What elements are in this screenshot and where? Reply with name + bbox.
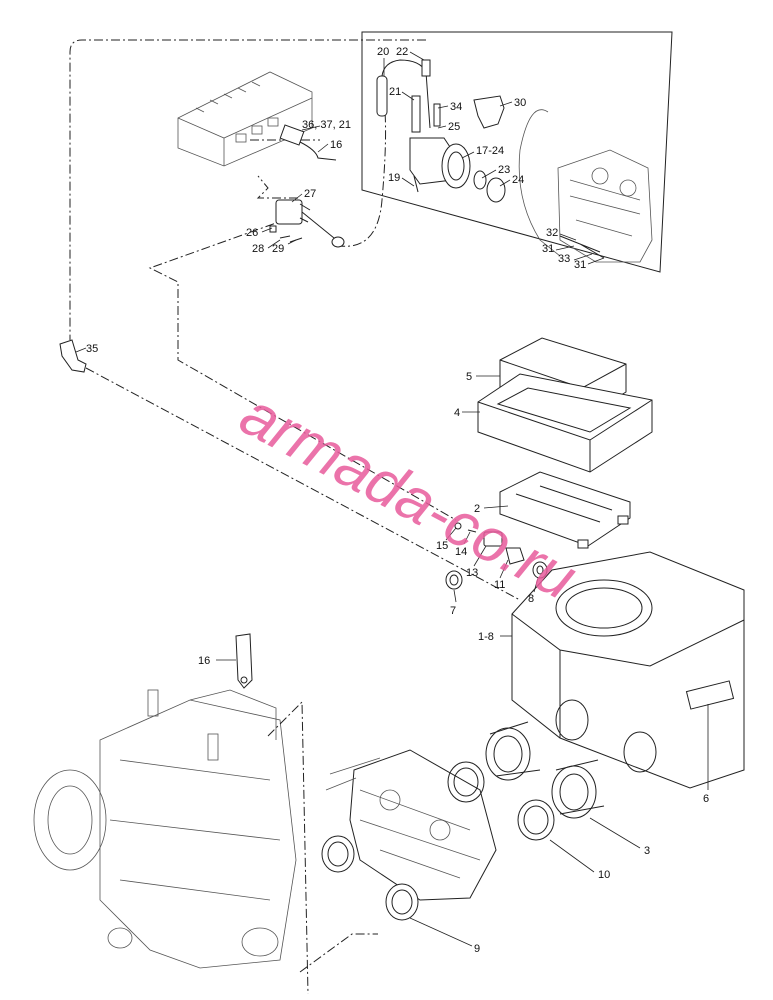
callout-14: 14	[455, 546, 467, 558]
callout-31-b: 31	[574, 259, 586, 271]
frame-4	[477, 373, 653, 473]
callout-29: 29	[272, 243, 284, 255]
ecm-module	[177, 71, 313, 167]
inset-box	[361, 31, 673, 273]
callout-13: 13	[466, 567, 478, 579]
sensor-assembly	[376, 59, 506, 203]
callout-7: 7	[450, 605, 456, 617]
callout-11: 11	[494, 579, 505, 591]
callout-20: 20	[377, 46, 389, 58]
callout-36-37-21: 36, 37, 21	[302, 119, 351, 131]
bracket-16	[235, 633, 253, 689]
callout-16-bottom: 16	[198, 655, 210, 667]
callout-35: 35	[86, 343, 98, 355]
callout-23: 23	[498, 164, 510, 176]
callout-25: 25	[448, 121, 460, 133]
callout-34: 34	[450, 101, 462, 113]
callout-24: 24	[512, 174, 524, 186]
callout-16-top: 16	[330, 139, 342, 151]
callout-labels: 20 22 21 34 30 25 36, 37, 21 16 17-24 23…	[86, 46, 709, 955]
callout-5: 5	[466, 371, 472, 383]
rubber-boots-3	[485, 721, 605, 819]
callout-1-8: 1-8	[478, 631, 494, 643]
clamps-9	[321, 835, 419, 921]
callout-9: 9	[474, 943, 480, 955]
callout-31: 31	[542, 243, 554, 255]
engine	[33, 689, 297, 969]
carburetors	[325, 749, 497, 901]
harness-connector	[279, 124, 337, 161]
callout-22: 22	[396, 46, 408, 58]
small-parts-7-15	[445, 522, 548, 590]
callout-10: 10	[598, 869, 610, 881]
inset-engine	[557, 149, 653, 263]
tee-fitting-35	[59, 339, 87, 373]
callout-3: 3	[644, 845, 650, 857]
callout-8: 8	[528, 593, 534, 605]
callout-19: 19	[388, 172, 400, 184]
callout-21: 21	[389, 86, 401, 98]
sensor-27	[275, 199, 345, 248]
callout-17-24: 17-24	[476, 145, 504, 157]
callout-6: 6	[703, 793, 709, 805]
callout-33: 33	[558, 253, 570, 265]
small-parts-26-29	[269, 225, 303, 243]
callout-28: 28	[252, 243, 264, 255]
callout-4: 4	[454, 407, 460, 419]
callout-26: 26	[246, 227, 258, 239]
engine-extent-lines	[267, 700, 378, 995]
callout-30: 30	[514, 97, 526, 109]
callout-15: 15	[436, 540, 448, 552]
callout-27: 27	[304, 188, 316, 200]
leader-lines	[75, 51, 709, 947]
callout-2: 2	[474, 503, 480, 515]
plate-2	[499, 471, 631, 549]
airbox-body	[511, 551, 745, 789]
callout-32: 32	[546, 227, 558, 239]
